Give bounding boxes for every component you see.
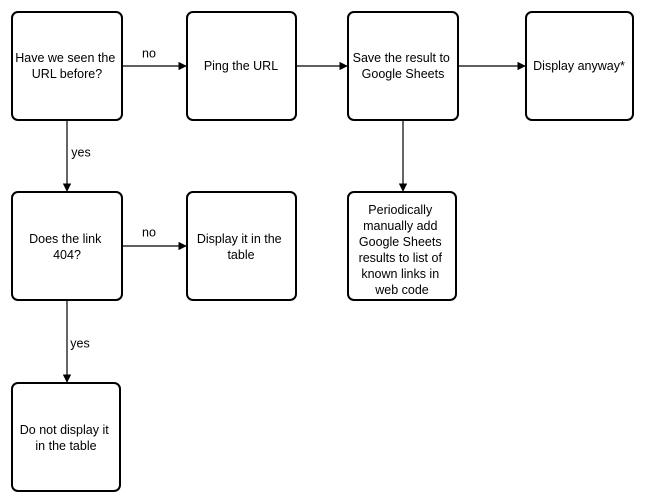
- node-ping-url: Ping the URL: [186, 11, 297, 121]
- node-text-line: Save the result to: [353, 51, 450, 65]
- node-text-line: 404?: [53, 248, 81, 262]
- node-text: Do not display it in the table: [20, 423, 112, 453]
- node-text-line: Periodically: [368, 203, 433, 217]
- node-text: Does the link 404?: [29, 232, 105, 262]
- node-text-line: Does the link: [29, 232, 102, 246]
- node-text-line: Google Sheets: [359, 235, 442, 249]
- edge-labels: no yes no yes: [70, 46, 156, 350]
- node-text-line: known links in: [361, 267, 439, 281]
- node-seen-before: Have we seen the URL before?: [11, 11, 123, 121]
- node-text: Ping the URL: [204, 59, 278, 73]
- node-save-result: Save the result to Google Sheets: [347, 11, 459, 121]
- node-text-line: Google Sheets: [362, 67, 445, 81]
- node-display-anyway: Display anyway*: [525, 11, 634, 121]
- edge-label-yes-2: yes: [70, 336, 89, 350]
- node-text: Have we seen the URL before?: [15, 51, 119, 81]
- node-text: Periodically manually add Google Sheets …: [359, 203, 446, 297]
- node-text-line: Ping the URL: [204, 59, 278, 73]
- node-text-line: in the table: [35, 439, 96, 453]
- edge-label-no-2: no: [142, 225, 156, 239]
- node-does-404: Does the link 404?: [11, 191, 123, 301]
- node-text-line: results to list of: [359, 251, 443, 265]
- node-periodically-add: Periodically manually add Google Sheets …: [347, 191, 457, 301]
- node-text-line: Display it in the: [197, 232, 282, 246]
- node-text: Display it in the table: [197, 232, 285, 262]
- node-text: Display anyway*: [533, 59, 625, 73]
- edges: [62, 61, 526, 383]
- edge-label-yes-1: yes: [71, 145, 90, 159]
- node-text-line: URL before?: [32, 67, 102, 81]
- node-text-line: manually add: [363, 219, 437, 233]
- node-text-line: Have we seen the: [15, 51, 115, 65]
- node-display-in-table: Display it in the table: [186, 191, 297, 301]
- node-text-line: Display anyway*: [533, 59, 625, 73]
- node-text-line: Do not display it: [20, 423, 109, 437]
- edge-label-no-1: no: [142, 46, 156, 60]
- node-text: Save the result to Google Sheets: [353, 51, 454, 81]
- node-do-not-display: Do not display it in the table: [11, 382, 121, 492]
- node-text-line: table: [227, 248, 254, 262]
- node-text-line: web code: [374, 283, 429, 297]
